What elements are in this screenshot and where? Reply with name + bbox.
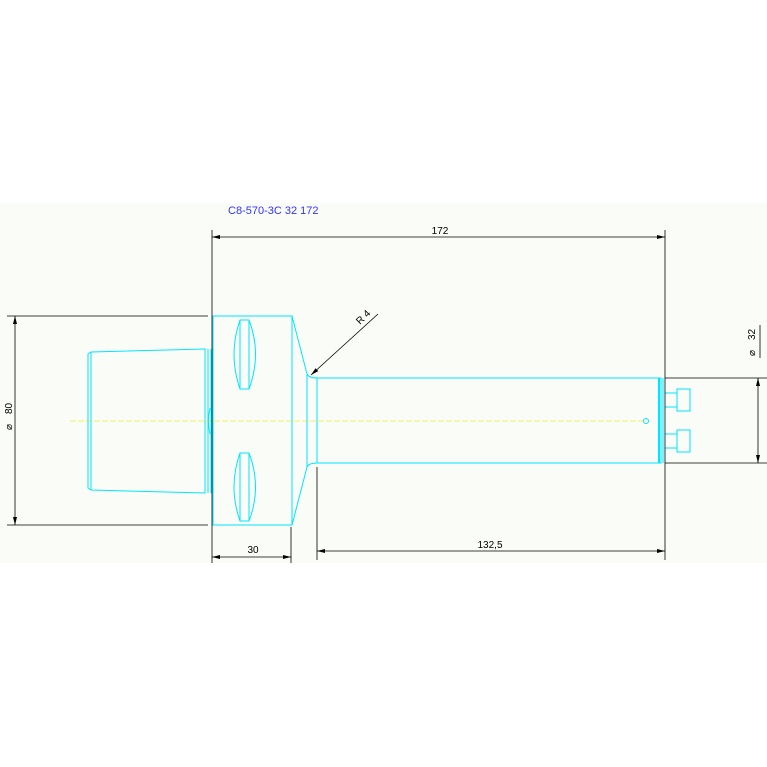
drawing-sheet (0, 203, 767, 563)
flange-diameter-label: 80 (4, 402, 15, 414)
drive-slot-top (233, 319, 256, 390)
coolant-screw-top (665, 388, 691, 412)
drive-slot-bottom (233, 452, 256, 522)
shank-length-label: 132,5 (477, 540, 502, 551)
shank-diameter-label: 32 (747, 328, 758, 340)
drawing-title: C8-570-3C 32 172 (228, 205, 319, 217)
coolant-screw-bottom (665, 429, 691, 453)
flange-diameter-symbol: ⌀ (4, 424, 15, 430)
shank-diameter-symbol: ⌀ (747, 350, 758, 356)
center-point (643, 418, 649, 424)
flange-width-label: 30 (247, 545, 259, 556)
overall-length-label: 172 (432, 226, 449, 237)
dim-radius-leader (310, 313, 379, 376)
flange (212, 315, 293, 526)
shank (316, 377, 662, 464)
dimension-lines (7, 230, 767, 563)
tool-holder-part (87, 315, 691, 526)
